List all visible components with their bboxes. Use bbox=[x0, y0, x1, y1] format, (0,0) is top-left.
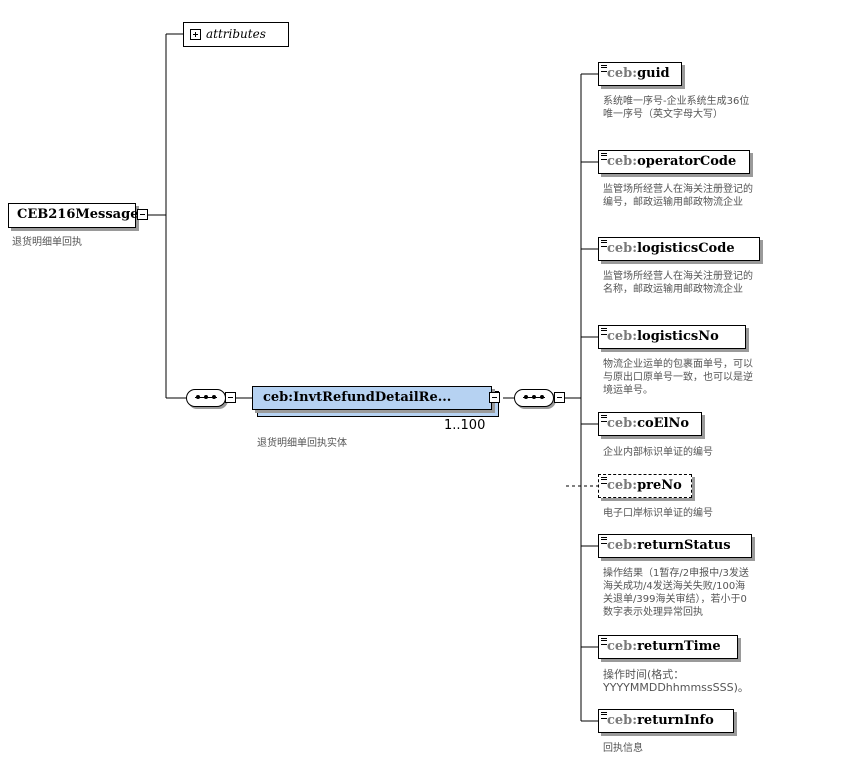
collapse-entity-icon[interactable] bbox=[489, 392, 500, 403]
element-returninfo[interactable]: ceb:returnInfo bbox=[598, 709, 734, 733]
collapse-sequence-icon[interactable] bbox=[225, 392, 236, 403]
collapse-root-icon[interactable] bbox=[137, 209, 148, 220]
element-description: 操作结果（1暂存/2申报中/3发送海关成功/4发送海关失败/100海关退单/39… bbox=[603, 568, 749, 618]
element-description: 企业内部标识单证的编号 bbox=[603, 447, 713, 458]
element-icon bbox=[601, 153, 607, 160]
namespace-prefix: ceb: bbox=[607, 241, 638, 256]
element-description: 物流企业运单的包裹面单号，可以与原出口原单号一致，也可以是逆境运单号。 bbox=[603, 359, 753, 396]
element-icon bbox=[601, 65, 607, 72]
attributes-label: attributes bbox=[206, 27, 266, 41]
element-description: 操作时间(格式：YYYYMMDDhhmmssSSS)。 bbox=[603, 668, 749, 694]
element-logisticsno[interactable]: ceb:logisticsNo bbox=[598, 325, 746, 349]
namespace-prefix: ceb: bbox=[607, 713, 638, 728]
element-name: logisticsNo bbox=[637, 329, 719, 344]
element-name: guid bbox=[637, 66, 670, 81]
element-name: preNo bbox=[637, 478, 682, 493]
attributes-group[interactable]: attributes bbox=[183, 22, 289, 47]
element-name: returnTime bbox=[637, 639, 721, 654]
root-description: 退货明细单回执 bbox=[12, 237, 82, 248]
element-name: returnInfo bbox=[637, 713, 714, 728]
element-preno-optional[interactable]: ceb:preNo bbox=[598, 474, 692, 498]
element-icon bbox=[601, 477, 607, 484]
element-coelno[interactable]: ceb:coElNo bbox=[598, 412, 702, 436]
element-operatorcode[interactable]: ceb:operatorCode bbox=[598, 150, 750, 174]
element-returntime[interactable]: ceb:returnTime bbox=[598, 635, 738, 659]
element-icon bbox=[601, 712, 607, 719]
namespace-prefix: ceb: bbox=[607, 154, 638, 169]
element-icon bbox=[601, 638, 607, 645]
element-icon bbox=[601, 537, 607, 544]
root-element-label: CEB216Message bbox=[17, 207, 139, 222]
namespace-prefix: ceb: bbox=[607, 538, 638, 553]
element-description: 电子口岸标识单证的编号 bbox=[603, 508, 713, 519]
entity-description: 退货明细单回执实体 bbox=[257, 438, 347, 449]
entity-invtrefunddetail[interactable]: ceb:InvtRefundDetailRe... bbox=[252, 386, 492, 410]
namespace-prefix: ceb: bbox=[607, 639, 638, 654]
collapse-sequence-2-icon[interactable] bbox=[554, 392, 565, 403]
element-name: returnStatus bbox=[637, 538, 731, 553]
root-element-ceb216message[interactable]: CEB216Message bbox=[8, 203, 139, 228]
element-description: 系统唯一序号-企业系统生成36位唯一序号（英文字母大写） bbox=[603, 96, 750, 120]
namespace-prefix: ceb: bbox=[607, 416, 638, 431]
element-description: 回执信息 bbox=[603, 743, 643, 754]
expand-attributes-icon[interactable] bbox=[190, 29, 201, 40]
namespace-prefix: ceb: bbox=[607, 478, 638, 493]
entity-multiplicity: 1..100 bbox=[444, 418, 486, 433]
sequence-compositor-icon-2[interactable] bbox=[514, 389, 554, 407]
entity-label: ceb:InvtRefundDetailRe... bbox=[263, 390, 452, 405]
element-description: 监管场所经营人在海关注册登记的编号，邮政运输用邮政物流企业 bbox=[603, 184, 753, 208]
element-description: 监管场所经营人在海关注册登记的名称，邮政运输用邮政物流企业 bbox=[603, 271, 753, 295]
element-icon bbox=[601, 415, 607, 422]
element-name: logisticsCode bbox=[637, 241, 735, 256]
namespace-prefix: ceb: bbox=[607, 329, 638, 344]
element-guid[interactable]: ceb:guid bbox=[598, 62, 682, 86]
element-name: operatorCode bbox=[637, 154, 737, 169]
element-logisticscode[interactable]: ceb:logisticsCode bbox=[598, 237, 760, 261]
element-icon bbox=[601, 328, 607, 335]
sequence-compositor-icon[interactable] bbox=[186, 389, 226, 407]
namespace-prefix: ceb: bbox=[607, 66, 638, 81]
element-returnstatus[interactable]: ceb:returnStatus bbox=[598, 534, 752, 558]
element-name: coElNo bbox=[637, 416, 690, 431]
element-icon bbox=[601, 240, 607, 247]
